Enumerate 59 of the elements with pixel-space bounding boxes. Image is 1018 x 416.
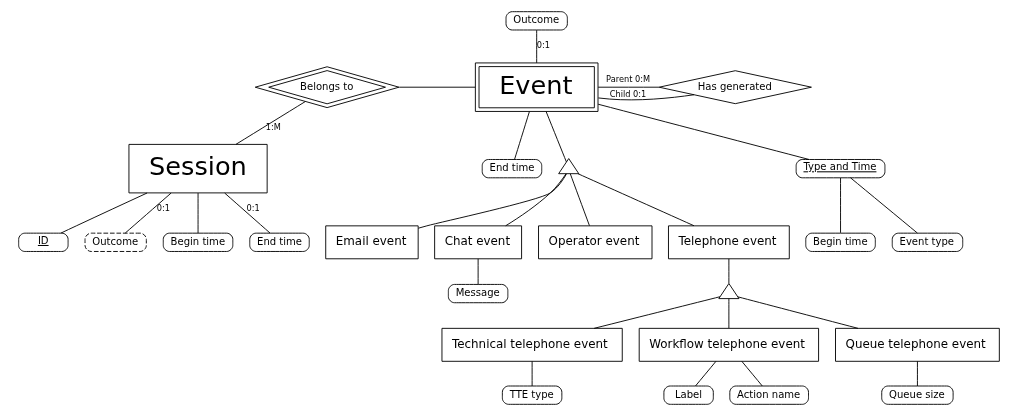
node-triangle [558,158,580,175]
connector [224,192,271,234]
connector [840,177,841,234]
connector [728,258,730,284]
node-box: Event type [891,232,964,252]
connector [235,101,306,145]
edge-label: 0:1 [246,203,260,214]
node-box: Begin time [805,232,876,252]
node-box: Queue size [881,385,954,405]
node-box: Session [128,143,268,194]
node-box: ID [18,232,69,252]
node-box: Telephone event [668,225,790,260]
node-box: Operator event [538,225,653,260]
node-box: Message [447,283,509,304]
node-box: End time [249,232,310,252]
node-box: Queue telephone event [835,327,1000,362]
connector [505,173,567,227]
edge-label: 0:1 [156,203,171,214]
connector [916,360,918,387]
node-box: Begin time [162,232,234,252]
edge-label: Parent 0:M [606,73,651,84]
connector [695,360,717,387]
connector [593,296,721,329]
node-triangle [718,283,740,300]
node-box: Type and Time [795,159,886,179]
connector [545,111,567,163]
connector [728,298,730,329]
connector [737,296,859,329]
connector [850,177,918,234]
connector [477,258,479,285]
connector [514,111,530,160]
node-box: Workflow telephone event [638,327,820,362]
node-box: Email event [325,225,419,260]
connector [531,360,533,387]
connector [417,173,567,229]
connector [124,192,172,234]
node-box: Label [663,385,714,405]
node-box: Chat event [434,225,523,260]
node-box: TTE type [501,385,563,405]
connector [597,94,695,101]
connector [577,173,695,227]
node-box: Action name [729,385,809,405]
node-box: Technical telephone event [441,327,623,362]
node-box: End time [481,159,543,179]
connector [398,86,476,88]
connector [597,103,810,160]
edge-label: 0:1 [536,40,550,51]
node-box: Outcome [505,11,568,31]
edge-label: 1:M [265,121,281,132]
node-diamond: Has generated [658,70,812,105]
connector [569,173,590,227]
node-box: Outcome [84,232,147,252]
connector [536,29,538,64]
connector [197,192,199,234]
connector [741,360,763,387]
connector [597,86,660,88]
node-diamond: Belongs to [254,66,400,109]
connector [60,192,148,234]
edge-label: Child 0:1 [609,88,647,99]
